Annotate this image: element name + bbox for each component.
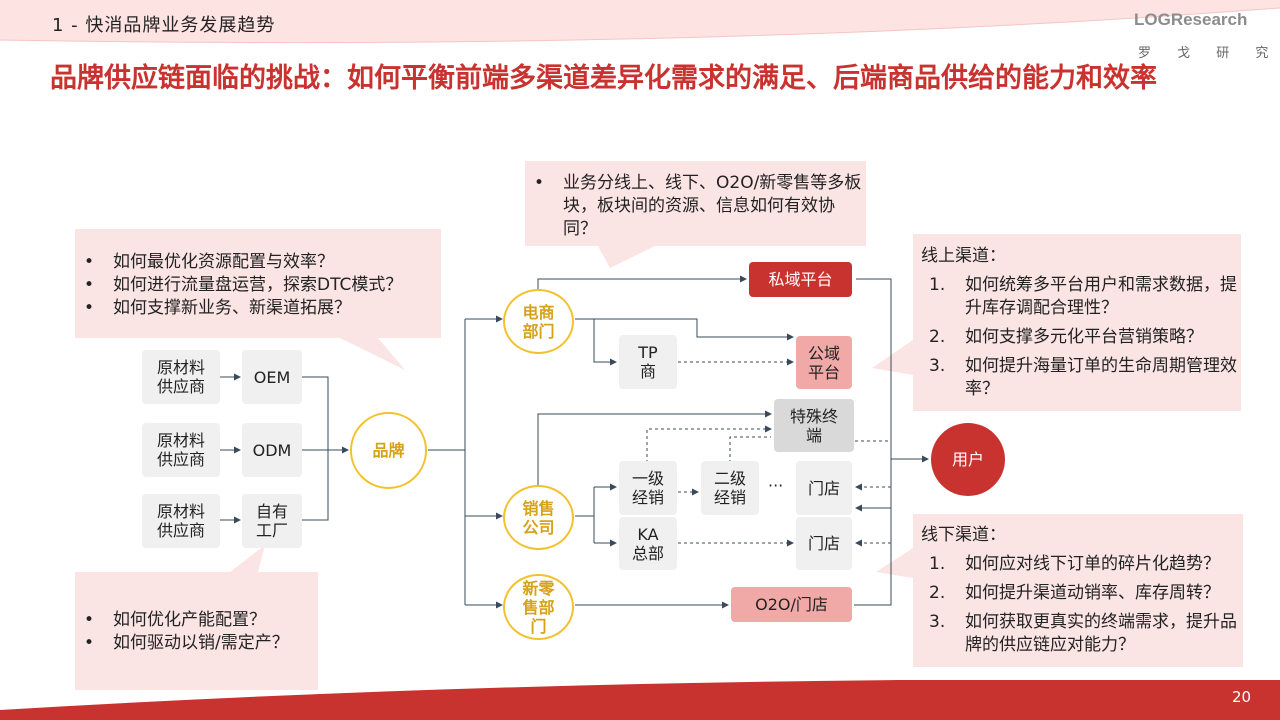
header-decoration <box>0 0 1280 44</box>
ellipsis-text: ··· <box>768 476 784 495</box>
callout-offline-channels: 线下渠道： 1. 如何应对线下订单的碎片化趋势？ 2. 如何提升渠道动销率、库存周转… <box>921 523 1241 657</box>
callout-collaboration: 业务分线上、线下、O2O/新零售等多板块，板块间的资源、信息如何有效协同？ <box>525 172 865 241</box>
logo-text: LOGResearch <box>1134 10 1248 29</box>
logo: LOGResearch <box>1134 10 1247 30</box>
offline-item-3: 如何获取更真实的终端需求，提升品牌的供应链应对能力？ <box>965 612 1237 655</box>
online-item-2: 如何支撑多元化平台营销策略？ <box>965 327 1203 347</box>
supplier-box-2: 原材料供应商 <box>142 423 220 477</box>
callout-item: 如何驱动以销/需定产？ <box>75 632 318 655</box>
offline-num-3: 3. <box>929 612 946 632</box>
tp-box: TP商 <box>619 335 677 389</box>
tier1-distributor-box: 一级经销 <box>619 461 677 515</box>
online-item-3: 如何提升海量订单的生命周期管理效率？ <box>965 356 1237 399</box>
private-platform-box: 私域平台 <box>749 262 852 297</box>
section-label: 1 - 快消品牌业务发展趋势 <box>52 15 276 36</box>
offline-num-2: 2. <box>929 583 946 603</box>
sales-company-node: 销售公司 <box>503 485 574 550</box>
callout-online-channels: 线上渠道： 1. 如何统筹多平台用户和需求数据，提升库存调配合理性？ 2. 如何支撑… <box>921 244 1239 401</box>
callout-resource: 如何最优化资源配置与效率？ 如何进行流量盘运营，探索DTC模式？ 如何支撑新业务… <box>75 251 441 320</box>
online-heading: 线上渠道： <box>921 246 1006 266</box>
callout-item: 如何优化产能配置？ <box>75 609 318 632</box>
offline-item-2: 如何提升渠道动销率、库存周转？ <box>965 583 1220 603</box>
tier2-distributor-box: 二级经销 <box>701 461 759 515</box>
offline-heading: 线下渠道： <box>921 525 1006 545</box>
online-item-1: 如何统筹多平台用户和需求数据，提升库存调配合理性？ <box>965 275 1237 318</box>
ecommerce-dept-node: 电商部门 <box>503 289 574 354</box>
oem-box: OEM <box>242 350 302 404</box>
online-num-2: 2. <box>929 327 946 347</box>
own-factory-box: 自有工厂 <box>242 494 302 548</box>
online-num-1: 1. <box>929 275 946 295</box>
special-terminal-box: 特殊终端 <box>774 399 854 452</box>
callout-item: 如何最优化资源配置与效率？ <box>75 251 441 274</box>
callout-item: 业务分线上、线下、O2O/新零售等多板块，板块间的资源、信息如何有效协同？ <box>525 172 865 241</box>
callout-production: 如何优化产能配置？ 如何驱动以销/需定产？ <box>75 609 318 655</box>
store-box-2: 门店 <box>796 517 852 570</box>
supplier-box-3: 原材料供应商 <box>142 494 220 548</box>
ka-hq-box: KA总部 <box>619 517 677 570</box>
odm-box: ODM <box>242 423 302 477</box>
new-retail-dept-node: 新零售部门 <box>503 574 574 640</box>
offline-num-1: 1. <box>929 554 946 574</box>
footer-decoration <box>0 680 1280 720</box>
supplier-box-1: 原材料供应商 <box>142 350 220 404</box>
callout-item: 如何支撑新业务、新渠道拓展？ <box>75 297 441 320</box>
page-number: 20 <box>1232 688 1252 706</box>
brand-node: 品牌 <box>350 412 427 489</box>
callout-item: 如何进行流量盘运营，探索DTC模式？ <box>75 274 441 297</box>
offline-item-1: 如何应对线下订单的碎片化趋势？ <box>965 554 1220 574</box>
store-box-1: 门店 <box>796 461 852 515</box>
page-title: 品牌供应链面临的挑战：如何平衡前端多渠道差异化需求的满足、后端商品供给的能力和效… <box>50 63 1157 94</box>
public-platform-box: 公域平台 <box>796 336 852 389</box>
o2o-store-box: O2O/门店 <box>731 587 852 622</box>
user-node: 用户 <box>931 423 1005 496</box>
logo-subtitle: 罗 戈 研 究 <box>1138 46 1280 61</box>
online-num-3: 3. <box>929 356 946 376</box>
